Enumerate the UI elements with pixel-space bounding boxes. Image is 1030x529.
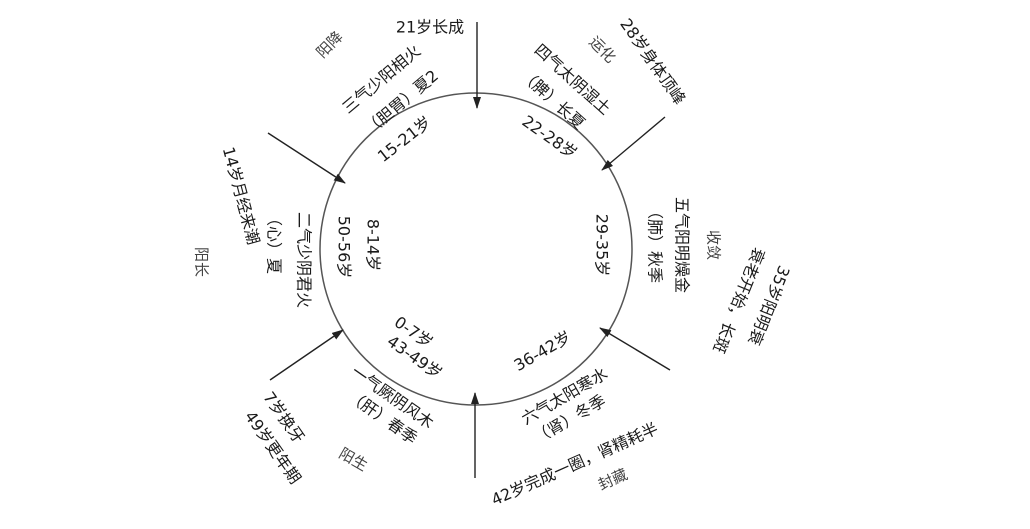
- arrow-35: [599, 327, 671, 371]
- phase-yun-hua: 运化: [585, 33, 619, 67]
- segment-5-age: 29-35岁: [593, 214, 612, 277]
- milestone-upper-right: 28岁身体顶峰: [616, 15, 689, 108]
- arrow-7-49: [269, 329, 344, 381]
- segment-2-organ-season: （心）夏: [265, 210, 284, 274]
- segment-2-qi: 二气少阴君火: [295, 212, 314, 308]
- phase-yang-zhang: 阳长: [193, 247, 211, 277]
- arrow-14: [267, 132, 346, 184]
- milestone-top: 21岁长成: [396, 18, 464, 37]
- phase-yang-sheng: 阳生: [336, 444, 371, 475]
- arrow-28: [601, 116, 666, 171]
- phase-shou-lian: 收敛: [705, 230, 723, 260]
- segment-6-age: 36-42岁: [511, 327, 575, 375]
- segment-2-age-1: 8-14岁: [364, 219, 383, 271]
- milestone-upper-left: 14岁月经来潮: [219, 145, 263, 247]
- segment-5-organ-season: （肺）秋季: [646, 203, 665, 283]
- life-cycle-ring: [319, 92, 633, 406]
- phase-feng-cang: 封藏: [595, 465, 630, 494]
- milestone-bottom: 42岁完成一圈，肾精耗半: [488, 419, 661, 510]
- phase-yang-jiang: 阳降: [313, 28, 347, 62]
- segment-2-age-2: 50-56岁: [335, 216, 354, 279]
- segment-5-qi: 五气阳明燥金: [673, 197, 692, 293]
